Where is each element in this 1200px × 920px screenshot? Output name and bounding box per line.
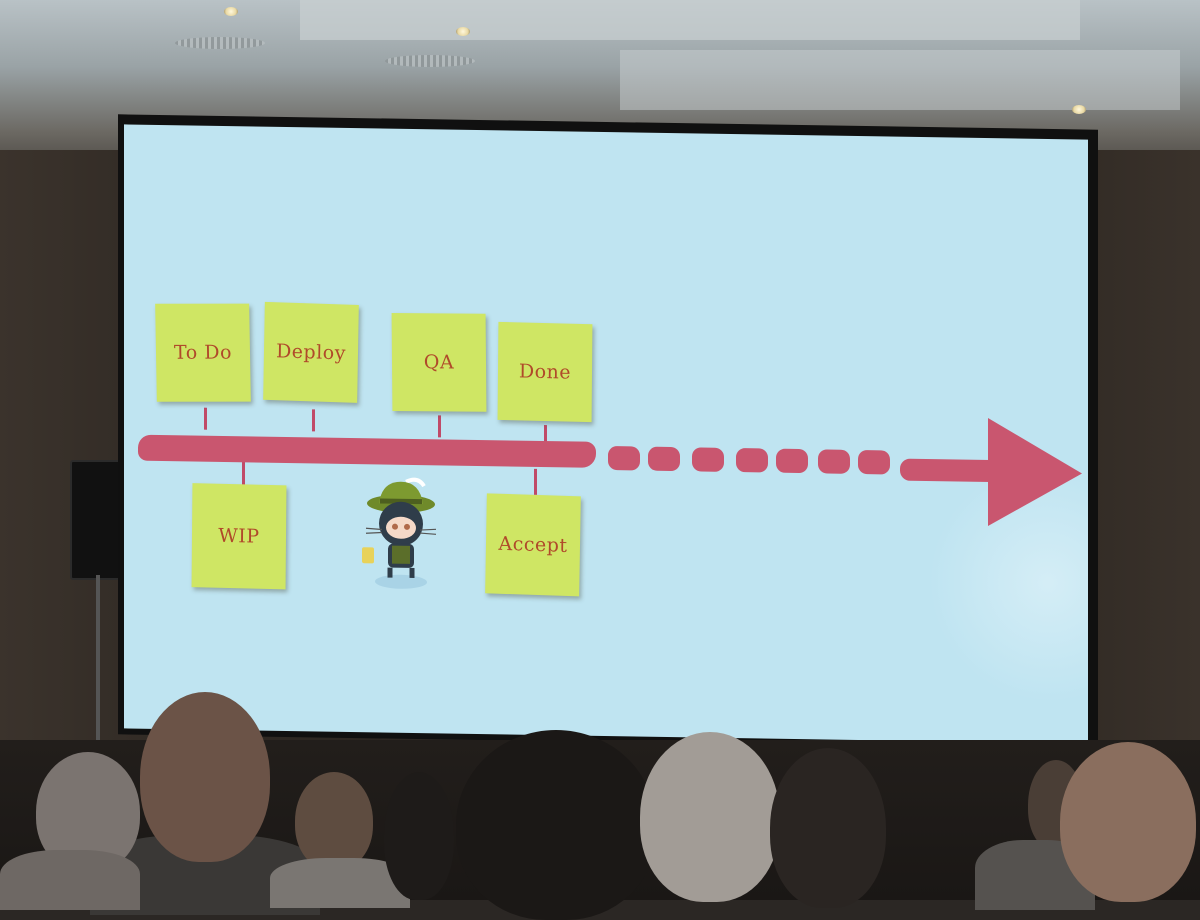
timeline-dash: [776, 448, 808, 474]
timeline-line: [138, 434, 596, 468]
sticky-note-qa: QA: [391, 313, 487, 412]
octocat-with-feathered-hat-icon: [362, 477, 437, 589]
audience-member-head: [640, 732, 780, 902]
audience-member-head: [770, 748, 886, 908]
audience-member-head: [456, 730, 656, 920]
projection-screen: To Do Deploy QA Done WIP Accept: [124, 124, 1088, 744]
sticky-note-to-do: To Do: [155, 303, 251, 402]
sticky-note-deploy: Deploy: [263, 301, 359, 403]
timeline-dash: [818, 449, 850, 474]
note-stem: [204, 407, 207, 430]
timeline-dash: [608, 446, 640, 471]
ceiling-light: [456, 27, 470, 36]
timeline-dash: [648, 446, 680, 472]
note-label: QA: [423, 351, 455, 374]
timeline-dash: [736, 448, 768, 473]
arrow-head-icon: [988, 418, 1082, 528]
timeline-dash: [858, 449, 890, 475]
note-stem: [534, 468, 537, 495]
audience-member: [0, 850, 140, 910]
audience-member-head: [384, 772, 454, 900]
audience-member-head: [295, 772, 373, 870]
arrow-shaft: [900, 458, 1000, 483]
note-label: Done: [518, 360, 572, 384]
note-label: Deploy: [275, 340, 347, 365]
note-stem: [242, 460, 245, 487]
sticky-note-wip: WIP: [191, 483, 287, 590]
note-label: Accept: [498, 532, 568, 557]
ceiling-panel: [300, 0, 1080, 40]
timeline-dash: [692, 447, 724, 472]
ceiling-light: [1072, 105, 1086, 114]
note-label: WIP: [218, 524, 260, 548]
ceiling-vent: [385, 55, 475, 67]
ceiling-vent: [175, 37, 265, 49]
speaker-stand: [96, 575, 100, 755]
ceiling-panel: [620, 50, 1180, 110]
note-stem: [312, 409, 315, 432]
sticky-note-done: Done: [497, 321, 593, 423]
audience-member-head: [140, 692, 270, 862]
note-stem: [438, 415, 441, 438]
sticky-note-accept: Accept: [485, 493, 581, 597]
audience-member-head: [1060, 742, 1196, 902]
ceiling-light: [224, 7, 238, 16]
note-label: To Do: [173, 341, 233, 364]
